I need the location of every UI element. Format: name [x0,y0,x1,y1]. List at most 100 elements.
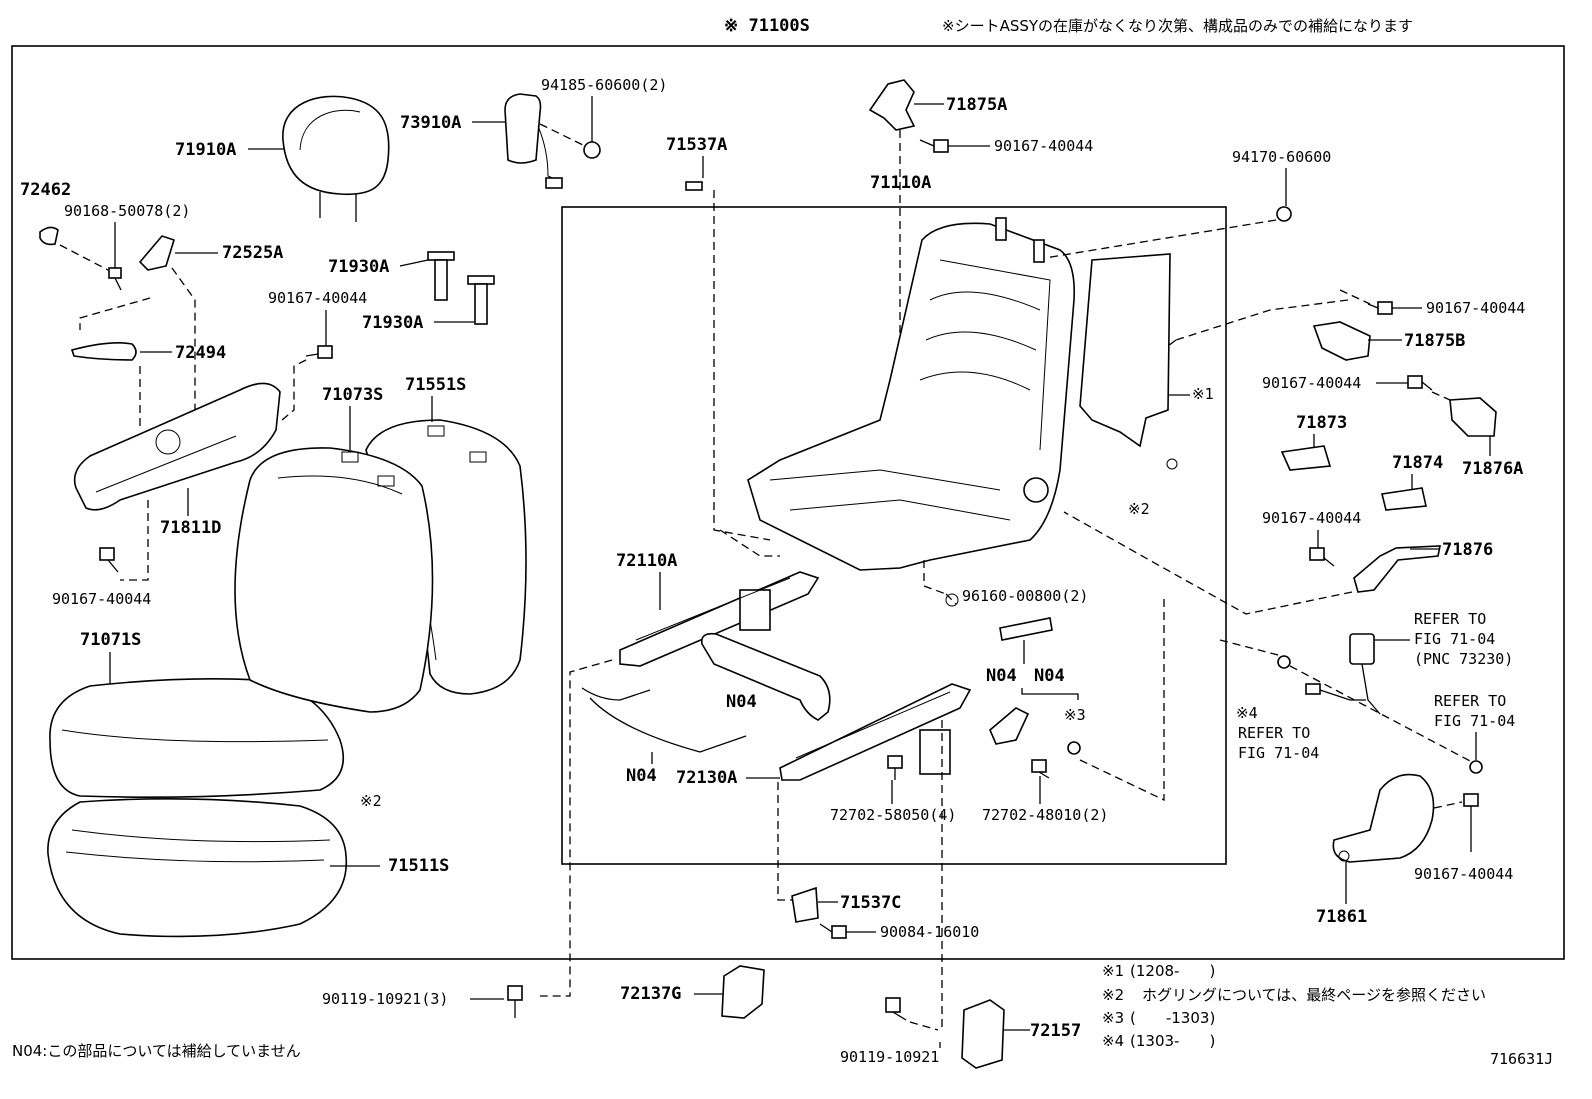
bracket-71876-drawing [1353,545,1441,593]
label-71874: 71874 [1392,453,1443,473]
label-90167-r3: 90167-40044 [1262,509,1361,527]
screw-90167-r1-drawing [1367,301,1393,315]
label-90084: 90084-16010 [880,923,979,941]
refer1-line2: FIG 71-04 [1414,630,1495,648]
bracket-71876A-drawing [1449,397,1497,437]
bracket-71875B-drawing [1312,321,1371,361]
label-n04-d: N04 [1034,666,1065,686]
lever-72494-drawing [70,342,137,361]
seat-frame-71110A-drawing [747,217,1076,571]
label-71875B: 71875B [1404,331,1465,351]
label-71537C: 71537C [840,893,901,913]
label-72130A: 72130A [676,768,737,788]
label-90119: 90119-10921 [840,1048,939,1066]
figure-code: 716631J [1490,1050,1553,1068]
label-71910A: 71910A [175,140,236,160]
label-72702-58050: 72702-58050(4) [830,806,956,824]
label-71930A-2: 71930A [362,313,423,333]
label-90167-r4: 90167-40044 [1414,865,1513,883]
label-72110A: 72110A [616,551,677,571]
dash-72462 [59,244,109,271]
screw-71875A-drawing [919,139,949,153]
note-1-text: (1208- ) [1130,962,1215,980]
seatbelt-buckle-drawing [1305,633,1410,715]
dash-72494-a [79,297,151,330]
side-cover-71811D-drawing [73,382,281,511]
bolt-72702-58050-drawing [887,755,903,780]
dash-71811D [120,500,149,581]
label-90119-3: 90119-10921(3) [322,990,448,1008]
note-2-mark: ※2 [1102,986,1124,1004]
mark3-label: ※3 [1064,706,1086,724]
handle-n04-drawing [700,632,831,721]
dash-71876 [1063,511,1353,615]
assy-number: ※ 71100S [724,16,810,36]
label-90167-top: 90167-40044 [994,137,1093,155]
screw-90167-r2-drawing [1407,375,1433,391]
note-2-text: ホグリングについては、最終ページを参照ください [1142,986,1486,1004]
bolt-90119-3-drawing [507,985,523,1018]
label-94185: 94185-60600(2) [541,76,667,94]
slide-rail-72130A-drawing [779,683,972,781]
guide-71930A-2-drawing [467,275,495,325]
hogring-center-drawing [1166,458,1178,470]
label-90167-r1: 90167-40044 [1426,299,1525,317]
slide-rail-72110A-drawing [619,571,820,667]
label-90167-r2: 90167-40044 [1262,374,1361,392]
refer2-line2: FIG 71-04 [1434,712,1515,730]
seat-frame-subassembly-box [561,206,1227,865]
dash-90167-center [281,359,307,421]
label-n04-a: N04 [726,692,757,712]
cap-72462-drawing [39,226,59,246]
label-71551S: 71551S [405,375,466,395]
label-73910A: 73910A [400,113,461,133]
mark4-label: ※4 [1236,704,1258,722]
clip-96160-drawing [945,593,959,607]
dash-90167-r4 [1433,801,1463,809]
clip-71874-drawing [1381,487,1427,511]
mark1-label: ※1 [1192,385,1214,403]
bracket-71537A-drawing [685,181,703,191]
knob-72525A-drawing [138,235,175,271]
label-96160: 96160-00800(2) [962,587,1088,605]
refer1-line1: REFER TO [1414,610,1486,628]
label-72157: 72157 [1030,1021,1081,1041]
bracket-71875A-drawing [868,79,916,131]
refer1-line3: (PNC 73230) [1414,650,1513,668]
label-71861: 71861 [1316,907,1367,927]
bracket-leader-n04-d [1021,688,1079,700]
dash-94170 [1044,219,1277,259]
dash-72525A [171,267,196,420]
screw-left-drawing [99,547,119,573]
label-71811D: 71811D [160,518,221,538]
nut-mark4-drawing [1277,655,1291,669]
dash-71537C [777,782,792,901]
notes-block: ※1 (1208- ) ※2 ホグリングについては、最終ページを参照ください ※… [1102,962,1486,1050]
label-71875A: 71875A [946,95,1007,115]
dash-71875B [1175,299,1349,341]
refer3-line2: FIG 71-04 [1238,744,1319,762]
label-71537A: 71537A [666,135,727,155]
clip-71873-drawing [1280,445,1332,471]
label-71876A: 71876A [1462,459,1523,479]
label-90168: 90168-50078(2) [64,202,190,220]
dash-71537A [713,190,771,541]
cover-71861-drawing [1332,773,1435,863]
label-90167-center: 90167-40044 [268,289,367,307]
bolt-90119-drawing [885,997,907,1021]
note-4-mark: ※4 [1102,1032,1124,1050]
label-71110A: 71110A [870,173,931,193]
screw-90084-drawing [819,923,847,939]
bracket-71537C-drawing [791,886,819,923]
note-3-mark: ※3 [1102,1009,1124,1027]
footnote-n04: N04:この部品については補給していません [12,1042,301,1060]
screw-90168-drawing [108,267,122,291]
label-72462: 72462 [20,180,71,200]
dash-right-box [1079,598,1165,802]
cover-72137G-drawing [721,965,765,1019]
screw-center-drawing [305,345,333,359]
refer2-line1: REFER TO [1434,692,1506,710]
bolt-72702-48010-drawing [1031,759,1050,779]
label-72525A: 72525A [222,243,283,263]
